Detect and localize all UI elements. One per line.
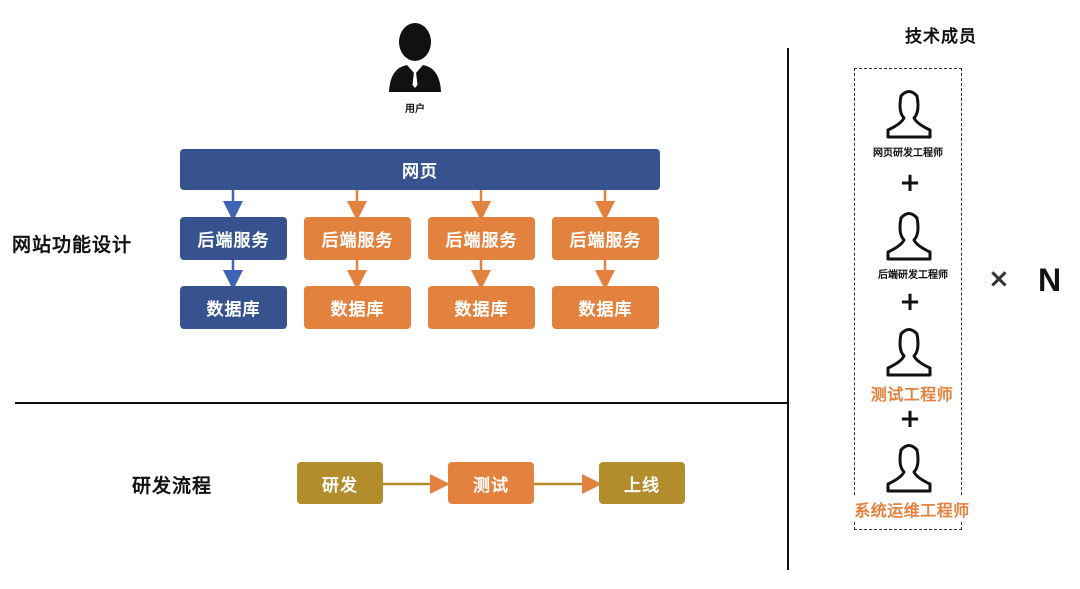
multiply-sign: ×: [988, 264, 1010, 294]
horizontal-divider: [15, 402, 788, 404]
member-role-3: 测试工程师: [870, 385, 954, 404]
member-role-2: 后端研发工程师: [878, 270, 948, 281]
section-label-dev-process: 研发流程: [132, 475, 213, 497]
person-outline-icon: [886, 444, 932, 493]
user-label: 用户: [405, 104, 425, 115]
database-box-4: 数据库: [552, 286, 659, 329]
plus-sign-2: +: [899, 287, 921, 317]
database-box-1: 数据库: [180, 286, 287, 329]
person-outline-icon: [886, 212, 932, 261]
section-label-web-design: 网站功能设计: [12, 234, 133, 256]
team-title: 技术成员: [905, 27, 977, 47]
process-step-release: 上线: [599, 462, 685, 504]
team-count: N: [1038, 262, 1062, 298]
vertical-divider: [787, 48, 789, 570]
plus-sign-3: +: [899, 404, 921, 434]
member-role-1: 网页研发工程师: [873, 148, 943, 159]
database-box-2: 数据库: [304, 286, 411, 329]
process-step-test: 测试: [448, 462, 534, 504]
process-step-dev: 研发: [297, 462, 383, 504]
team-members-box: [854, 68, 962, 530]
backend-service-box-4: 后端服务: [552, 217, 659, 260]
backend-service-box-2: 后端服务: [304, 217, 411, 260]
backend-service-box-1: 后端服务: [180, 217, 287, 260]
person-outline-icon: [886, 90, 932, 139]
webpage-box: 网页: [180, 149, 660, 190]
user-figure: [385, 22, 445, 94]
member-role-4: 系统运维工程师: [842, 497, 982, 521]
backend-service-box-3: 后端服务: [428, 217, 535, 260]
person-outline-icon: [886, 328, 932, 377]
user-business-icon: [389, 23, 441, 92]
database-box-3: 数据库: [428, 286, 535, 329]
plus-sign-1: +: [899, 168, 921, 198]
